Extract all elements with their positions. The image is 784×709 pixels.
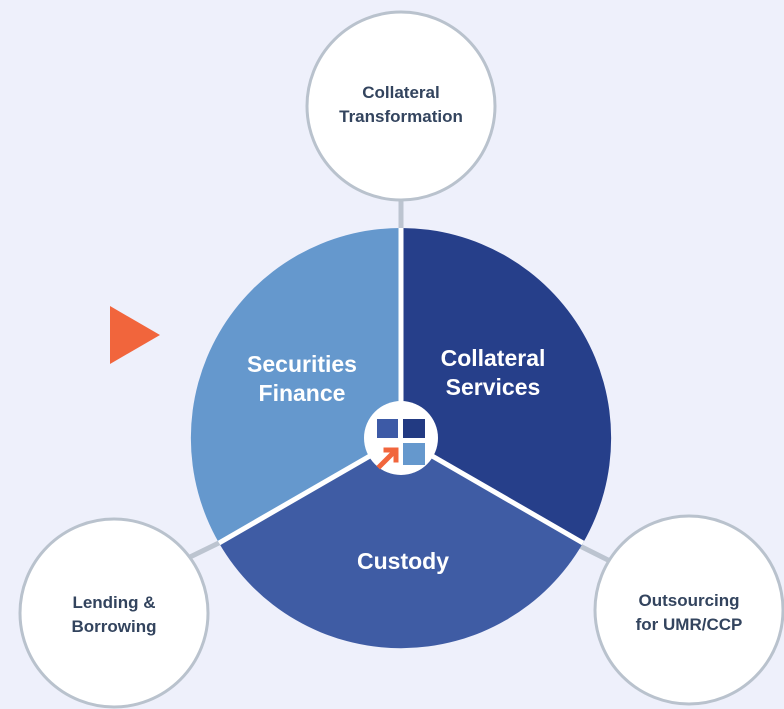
satellite-label-transformation-line2: Transformation bbox=[339, 107, 463, 126]
segment-label-securities-line1: Securities bbox=[247, 351, 357, 377]
segment-label-collateral-line2: Services bbox=[446, 374, 541, 400]
satellite-label-lending-line2: Borrowing bbox=[72, 617, 157, 636]
segment-label-securities-line2: Finance bbox=[259, 380, 346, 406]
satellite-outsourcing[interactable]: Outsourcing for UMR/CCP bbox=[593, 514, 784, 706]
satellite-label-outsourcing-line2: for UMR/CCP bbox=[636, 615, 743, 634]
satellite-label-lending-line1: Lending & bbox=[72, 593, 155, 612]
segment-collateral-services[interactable] bbox=[401, 227, 612, 543]
satellite-label-transformation-line1: Collateral bbox=[362, 83, 439, 102]
logo-grid-arrow-icon bbox=[376, 419, 425, 470]
satellite-label-outsourcing-line1: Outsourcing bbox=[638, 591, 739, 610]
satellite-collateral-transformation[interactable]: Collateral Transformation bbox=[305, 10, 497, 202]
play-triangle-icon bbox=[110, 306, 160, 364]
segment-securities-finance[interactable] bbox=[190, 227, 401, 544]
segment-label-collateral-line1: Collateral bbox=[441, 345, 546, 371]
center-hub bbox=[364, 401, 438, 475]
satellite-lending-borrowing[interactable]: Lending & Borrowing bbox=[18, 517, 210, 709]
segment-label-custody: Custody bbox=[357, 548, 449, 574]
